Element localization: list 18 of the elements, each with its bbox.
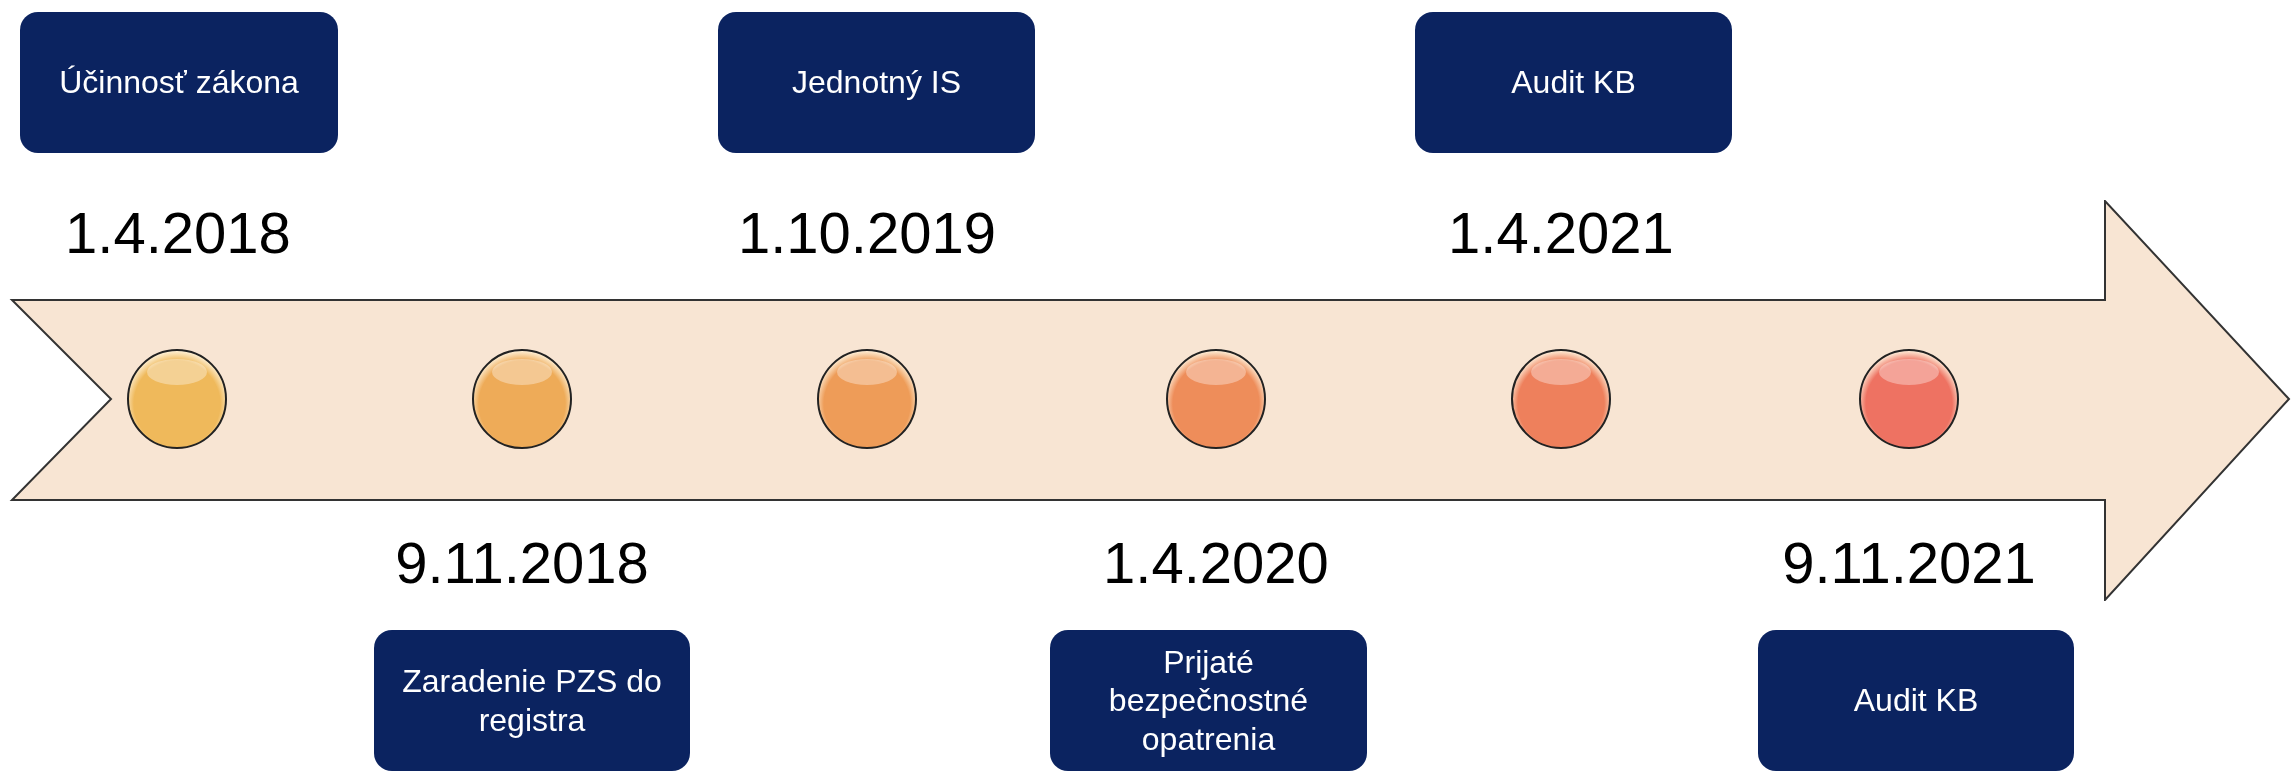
- timeline-dot: [126, 348, 228, 450]
- milestone-box: Účinnosť zákona: [20, 12, 338, 153]
- date-label: 1.4.2021: [1448, 200, 1674, 267]
- date-label: 9.11.2021: [1782, 530, 2036, 597]
- timeline-dot: [816, 348, 918, 450]
- timeline-dot: [471, 348, 573, 450]
- timeline-dot: [1165, 348, 1267, 450]
- milestone-box: Prijaté bezpečnostné opatrenia: [1050, 630, 1367, 771]
- timeline-dot: [1510, 348, 1612, 450]
- milestone-box: Zaradenie PZS do registra: [374, 630, 690, 771]
- date-label: 1.4.2020: [1103, 530, 1329, 597]
- date-label: 1.4.2018: [65, 200, 291, 267]
- milestone-box: Audit KB: [1415, 12, 1732, 153]
- date-label: 9.11.2018: [395, 530, 649, 597]
- milestone-box: Jednotný IS: [718, 12, 1035, 153]
- date-label: 1.10.2019: [738, 200, 996, 267]
- timeline-dot: [1858, 348, 1960, 450]
- milestone-box: Audit KB: [1758, 630, 2074, 771]
